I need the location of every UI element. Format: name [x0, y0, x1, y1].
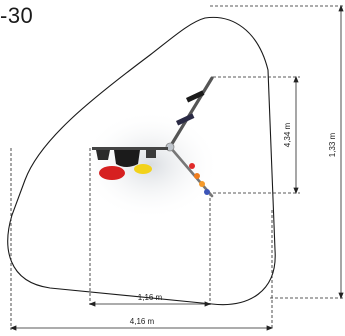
diagram-title: -30 [0, 3, 34, 28]
dot-red [189, 163, 195, 169]
dimension-guides [10, 5, 345, 330]
upper-bar-2 [175, 113, 195, 126]
flag-black [114, 150, 140, 167]
flag-small [146, 150, 156, 158]
platform [92, 147, 168, 150]
upper-bar-1 [185, 90, 205, 103]
width-inner-label: 1,16 m [138, 293, 163, 302]
height-inner-label: 4,34 m [283, 122, 292, 147]
safety-zone-outline [7, 16, 276, 306]
height-outer-label: 1,33 m [328, 132, 337, 157]
upper-arm [168, 76, 214, 149]
equipment-shadow [80, 110, 220, 220]
flag-yellow [134, 164, 152, 174]
dot-orange-2 [199, 181, 205, 187]
flag-dark [96, 150, 110, 160]
dot-blue [204, 189, 210, 195]
play-equipment [92, 76, 214, 198]
flag-red [99, 166, 125, 180]
dot-orange-1 [194, 173, 200, 179]
width-outer-label: 4,16 m [130, 317, 155, 326]
lower-arm [168, 145, 214, 198]
